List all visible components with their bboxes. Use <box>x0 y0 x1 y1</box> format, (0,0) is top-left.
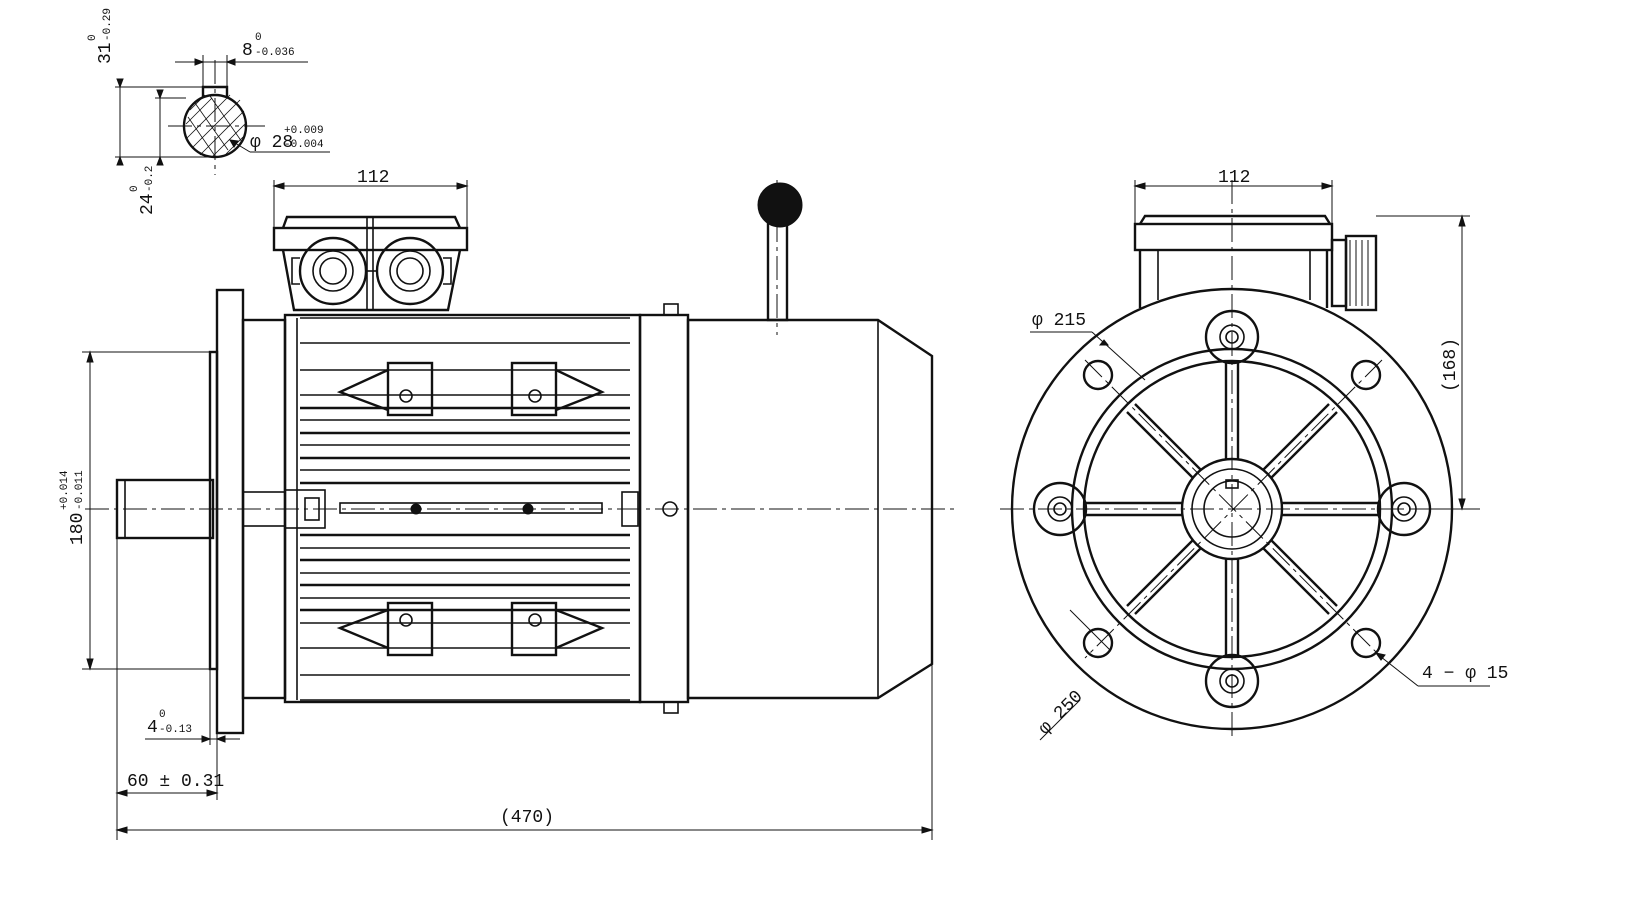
terminal-box <box>272 215 469 312</box>
spigot-upper: 0 <box>159 709 166 721</box>
hub <box>1180 457 1284 561</box>
key-height-lower: -0.29 <box>102 8 114 41</box>
flange-diameter: φ 250 <box>1035 687 1087 739</box>
flange-plate <box>215 288 245 735</box>
pcd-diameter: φ 215 <box>1032 311 1086 331</box>
shaft-diameter-upper: +0.009 <box>284 125 324 137</box>
bolt-bosses <box>1032 309 1432 709</box>
keyway-depth-lower: -0.2 <box>144 166 156 192</box>
key-height-upper: 0 <box>87 34 99 41</box>
shaft-diameter-nominal: φ 28 <box>250 133 293 153</box>
end-view: 112 (168) φ 215 φ 250 4 − φ 15 <box>1000 168 1508 741</box>
stator-housing <box>283 313 642 704</box>
key-width-upper: 0 <box>255 32 262 44</box>
mounting-holes <box>1082 359 1382 659</box>
key-width-nominal: 8 <box>242 41 253 61</box>
shaft-section-detail: 31 0 -0.29 8 0 -0.036 24 0 -0.2 φ 28 +0.… <box>87 8 330 215</box>
spigot-nominal: 4 <box>147 718 158 738</box>
end-box-height: (168) <box>1441 338 1461 392</box>
center-height-lower: -0.011 <box>74 470 86 510</box>
brake-release-lever <box>757 180 803 335</box>
side-view: 112 180 +0.014 -0.011 4 0 -0.13 60 ± 0.3… <box>59 168 955 840</box>
keyway-depth-upper: 0 <box>129 185 141 192</box>
end-terminal-box <box>1133 214 1378 312</box>
side-box-width: 112 <box>357 168 389 188</box>
keyway-depth-nominal: 24 <box>138 193 158 215</box>
end-box-width: 112 <box>1218 168 1250 188</box>
key-width-lower: -0.036 <box>255 47 295 59</box>
mounting-holes-callout: 4 − φ 15 <box>1422 664 1508 684</box>
shaft-diameter-lower: -0.004 <box>284 139 324 151</box>
shaft <box>115 478 215 540</box>
shaft-length: 60 ± 0.31 <box>127 772 224 792</box>
spigot-lower: -0.13 <box>159 724 192 736</box>
center-height-nominal: 180 <box>68 513 88 545</box>
key-height-nominal: 31 <box>96 42 116 64</box>
center-height-upper: +0.014 <box>59 470 71 510</box>
overall-length: (470) <box>500 808 554 828</box>
